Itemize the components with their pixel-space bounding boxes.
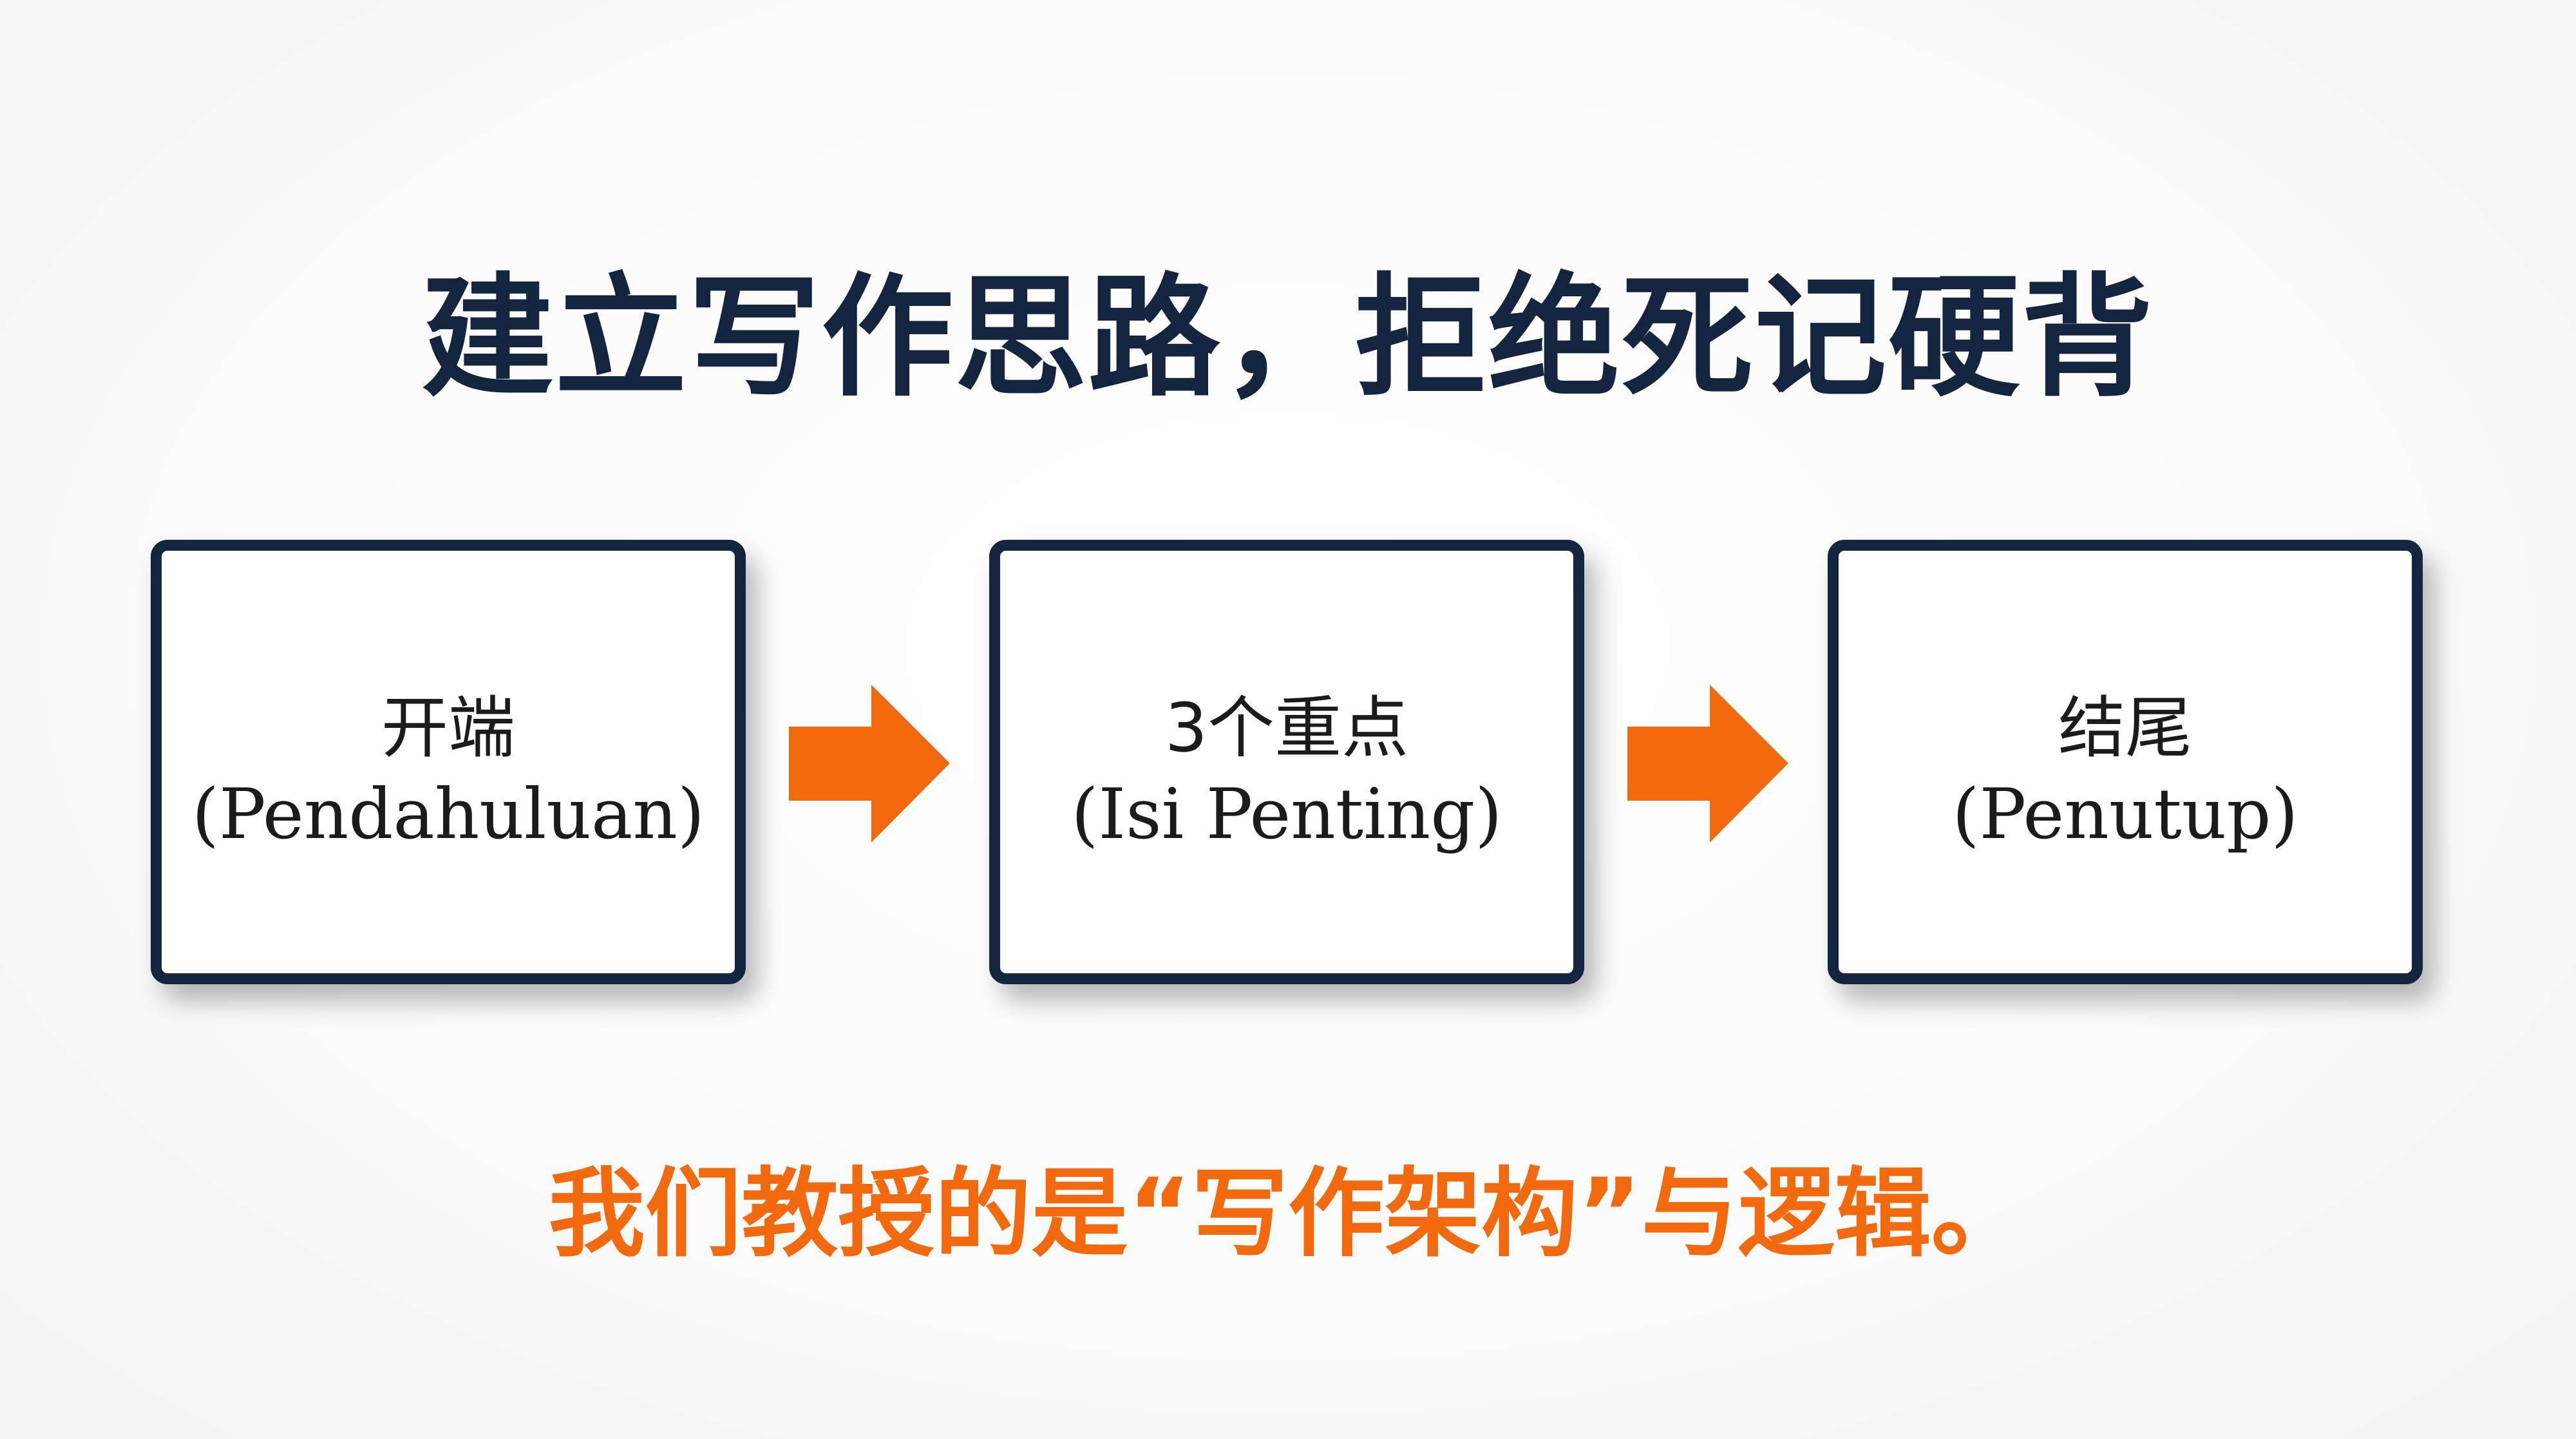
step-label-cn: 结尾 xyxy=(2058,689,2192,767)
step-box-content: 结尾 (Penutup) xyxy=(1839,686,2412,860)
arrow-shape xyxy=(789,685,950,843)
step-box-intro: 开端 (Pendahuluan) xyxy=(151,540,746,984)
step-label-en: (Penutup) xyxy=(1952,774,2298,855)
step-label-en: (Pendahuluan) xyxy=(191,774,705,855)
arrow-shape xyxy=(1627,685,1788,843)
step-label-cn: 开端 xyxy=(381,689,515,767)
step-label-en: (Isi Penting) xyxy=(1071,774,1502,855)
slide-title: 建立写作思路，拒绝死记硬背 xyxy=(421,262,2155,415)
step-box-content: 3个重点 (Isi Penting) xyxy=(1000,686,1573,860)
right-arrow-icon xyxy=(1627,685,1788,843)
step-box-content: 开端 (Pendahuluan) xyxy=(162,686,735,860)
tagline: 我们教授的是“写作架构”与逻辑。 xyxy=(548,1158,2028,1270)
right-arrow-icon xyxy=(789,685,950,843)
step-box-key-points: 3个重点 (Isi Penting) xyxy=(989,540,1584,984)
step-box-conclusion: 结尾 (Penutup) xyxy=(1828,540,2423,984)
step-label-cn: 3个重点 xyxy=(1164,689,1409,767)
